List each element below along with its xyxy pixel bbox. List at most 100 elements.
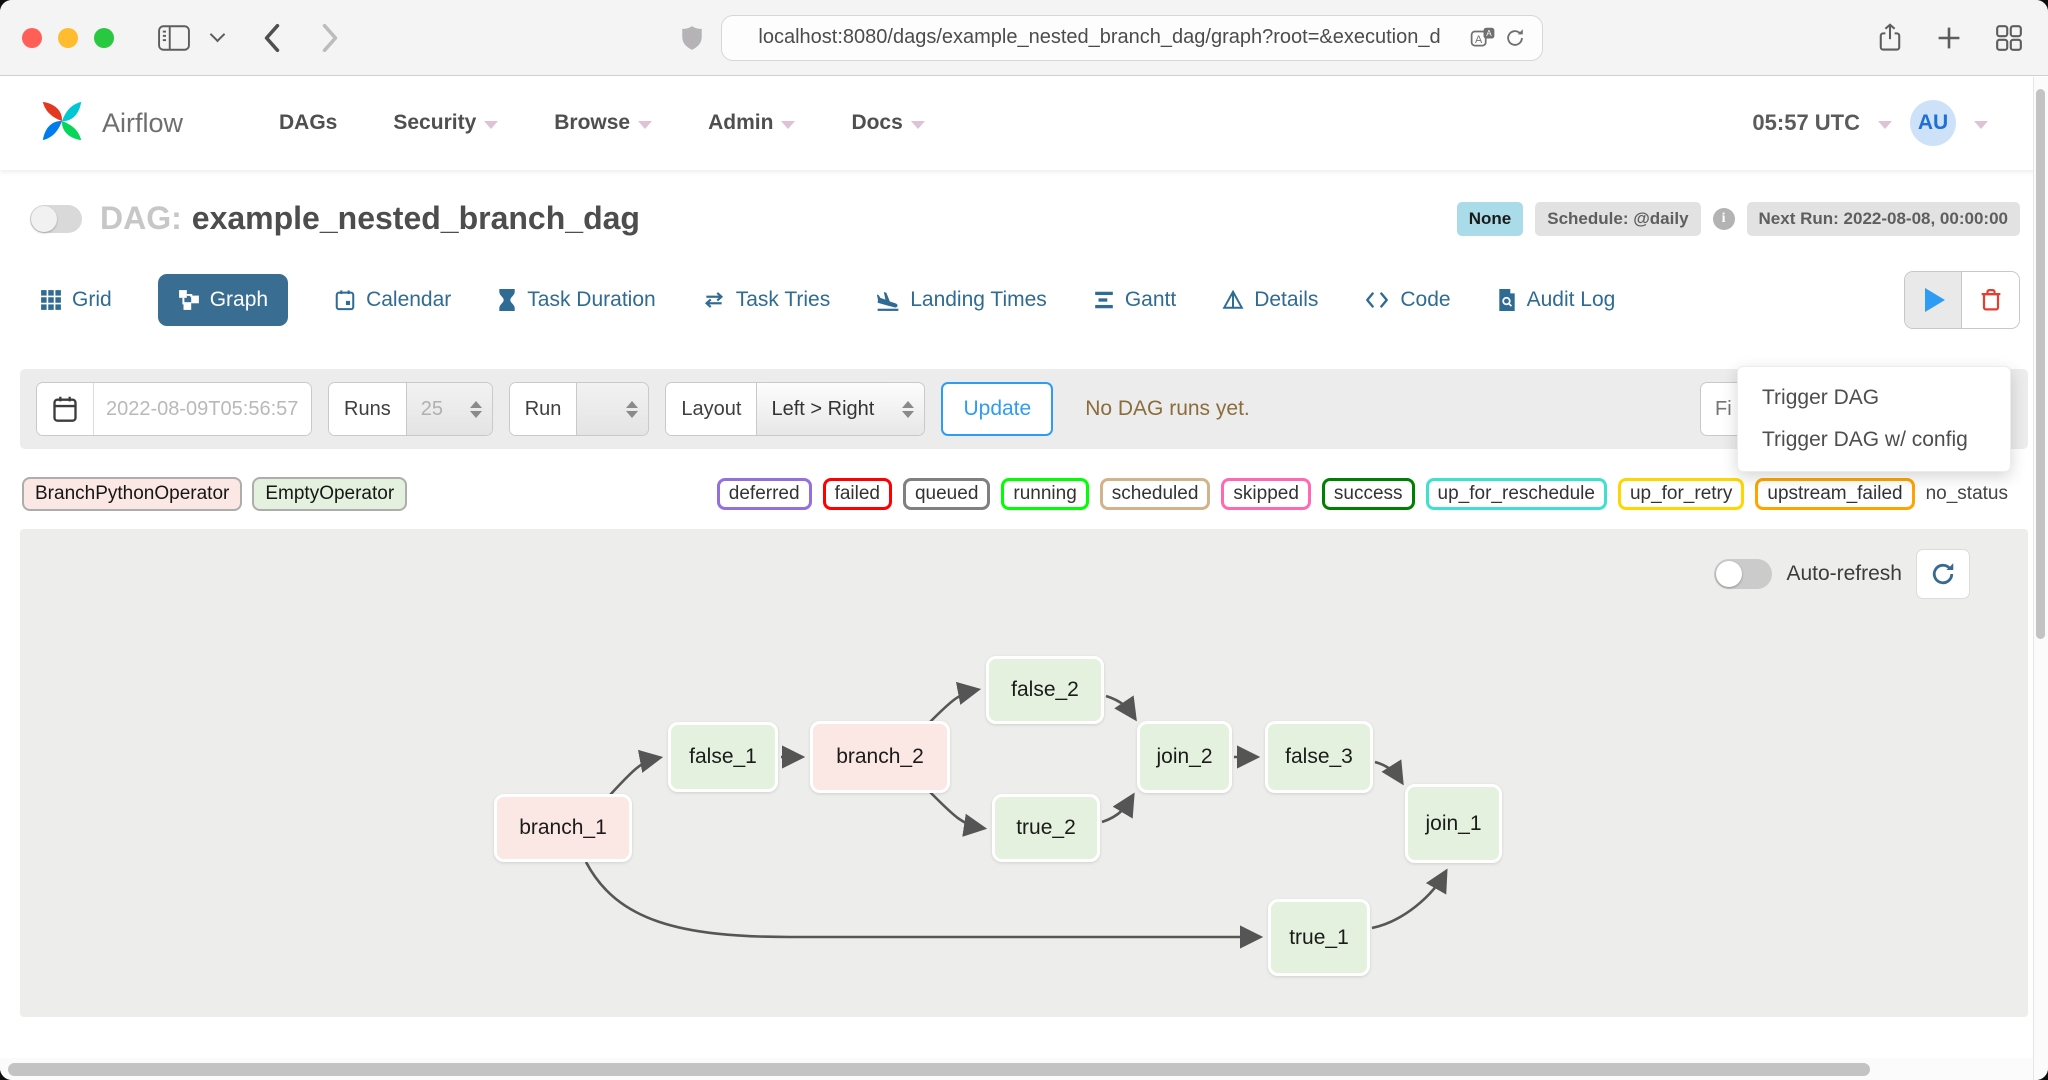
trigger-dag-button[interactable] [1905,272,1962,328]
close-window-button[interactable] [22,27,42,48]
refresh-button[interactable] [1916,549,1970,599]
state-chip-failed[interactable]: failed [822,478,892,510]
chevron-down-icon [910,121,925,129]
node-branch_1[interactable]: branch_1 [494,794,632,862]
auto-refresh-toggle[interactable] [1714,559,1773,589]
tab-task-tries[interactable]: Task Tries [702,288,830,312]
info-icon[interactable]: i [1712,207,1735,230]
calendar-icon [335,290,355,311]
edge-true_2-join_2 [1101,792,1135,824]
state-chip-up_for_reschedule[interactable]: up_for_reschedule [1425,478,1607,510]
svg-text:A: A [1486,29,1492,38]
dag-actions [1904,271,2020,329]
tab-graph[interactable]: Graph [157,274,289,326]
tab-code[interactable]: Code [1364,288,1451,312]
node-join_1[interactable]: join_1 [1405,784,1502,863]
delete-dag-button[interactable] [1962,272,2019,328]
zoom-window-button[interactable] [94,27,114,48]
clock-label[interactable]: 05:57 UTC [1752,110,1860,135]
state-chip-up_for_retry[interactable]: up_for_retry [1617,478,1745,510]
tab-gantt[interactable]: Gantt [1093,288,1176,312]
translate-icon[interactable]: A A [1466,21,1500,55]
sidebar-toggle-icon[interactable] [154,21,194,55]
tab-details[interactable]: Details [1222,288,1318,312]
state-chip-running[interactable]: running [1001,478,1089,510]
tab-calendar[interactable]: Calendar [334,288,451,312]
tab-audit-log[interactable]: Audit Log [1497,288,1616,312]
update-button[interactable]: Update [941,382,1054,436]
tab-label: Audit Log [1526,288,1616,311]
nav-item-label: Security [393,111,477,134]
state-chip-scheduled[interactable]: scheduled [1099,478,1211,510]
hourglass-icon [499,289,515,311]
graph-icon [178,290,199,310]
address-bar[interactable]: localhost:8080/dags/example_nested_branc… [720,14,1543,61]
dag-pause-toggle[interactable] [30,204,82,233]
avatar[interactable]: AU [1910,100,1956,146]
node-true_2[interactable]: true_2 [992,794,1100,862]
node-join_2[interactable]: join_2 [1137,721,1232,793]
dag-header: DAG:example_nested_branch_dag None Sched… [30,200,2020,237]
minimize-window-button[interactable] [58,27,78,48]
chevron-down-icon [781,121,796,129]
nav-item-security[interactable]: Security [393,111,499,135]
vertical-scrollbar-thumb[interactable] [2036,89,2045,639]
airflow-brand[interactable]: Airflow [34,93,183,154]
vertical-scrollbar[interactable] [2033,77,2048,1080]
edge-branch_1-true_1 [584,861,1264,949]
tab-task-duration[interactable]: Task Duration [497,288,656,312]
operator-chip-EmptyOperator: EmptyOperator [252,477,408,511]
calendar-button[interactable] [37,383,93,435]
schedule-badge[interactable]: Schedule: @daily [1535,201,1701,236]
state-chip-success[interactable]: success [1321,478,1415,510]
state-chip-deferred[interactable]: deferred [716,478,812,510]
select-arrows-icon [902,400,915,418]
horizontal-scrollbar-thumb[interactable] [8,1063,1870,1076]
nav-item-dags[interactable]: DAGs [279,111,337,135]
node-false_3[interactable]: false_3 [1265,721,1373,793]
layout-select[interactable]: Left > Right [756,383,925,435]
node-branch_2[interactable]: branch_2 [810,721,950,793]
reload-icon[interactable] [1500,23,1530,53]
node-false_1[interactable]: false_1 [668,722,778,792]
menu-item-trigger-dag[interactable]: Trigger DAG [1762,386,1880,409]
trash-icon [1981,288,2000,311]
menu-item-trigger-dag-w-config[interactable]: Trigger DAG w/ config [1762,428,1968,451]
nav-item-admin[interactable]: Admin [708,111,796,135]
details-icon [1222,289,1244,309]
chevron-down-icon[interactable] [208,26,227,44]
run-select[interactable] [576,383,649,435]
view-tabs-row: Grid Graph Calendar Task Duration Task Tries… [40,271,2020,329]
tab-grid[interactable]: Grid [40,288,112,312]
nav-item-browse[interactable]: Browse [554,111,653,135]
forward-button[interactable] [315,19,345,57]
refresh-icon [1932,563,1954,585]
tab-landing-times[interactable]: Landing Times [876,288,1047,312]
share-icon[interactable] [1874,19,1906,57]
nav-item-docs[interactable]: Docs [851,111,925,135]
tab-label: Calendar [366,288,452,311]
new-tab-icon[interactable] [1932,21,1966,55]
runs-select[interactable]: 25 [405,383,492,435]
privacy-shield-icon[interactable] [677,21,707,55]
page-title: DAG:example_nested_branch_dag [100,200,640,237]
node-false_2[interactable]: false_2 [986,656,1104,724]
back-button[interactable] [257,19,287,57]
next-run-badge: Next Run: 2022-08-08, 00:00:00 [1746,201,2020,236]
tab-overview-icon[interactable] [1992,21,2026,55]
state-chip-queued[interactable]: queued [902,478,991,510]
repeat-icon [704,292,723,308]
state-chip-skipped[interactable]: skipped [1221,478,1311,510]
no-runs-message: No DAG runs yet. [1085,397,1250,420]
edge-branch_1-false_1 [609,749,664,796]
horizontal-scrollbar[interactable] [0,1058,2033,1080]
state-chip-upstream_failed[interactable]: upstream_failed [1755,478,1915,510]
node-true_1[interactable]: true_1 [1268,899,1370,976]
airflow-logo-icon [34,93,90,154]
audit-log-icon [1498,289,1515,311]
execution-date-input[interactable] [93,383,311,435]
